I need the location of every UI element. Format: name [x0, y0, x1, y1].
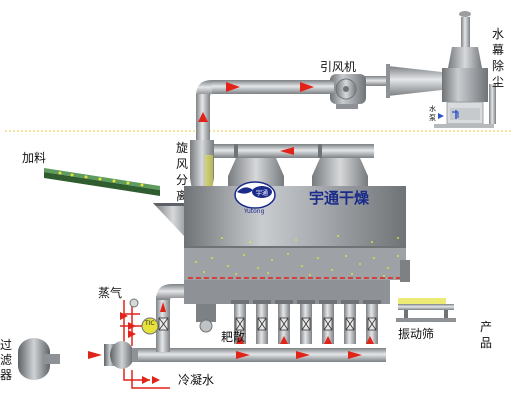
air-heater [104, 341, 138, 369]
tic-label: TIC [144, 320, 155, 327]
pump-arrow [438, 113, 444, 119]
logo-text-en: Yutong [243, 208, 265, 215]
fan-outlet-duct [364, 64, 442, 98]
pump-label-1: 水 [429, 104, 436, 113]
company-logo [234, 181, 276, 209]
dryer-body [184, 158, 410, 282]
tic-controller [141, 317, 159, 335]
product-label-2: 品 [480, 336, 492, 350]
flow-arrow-exhaust-1 [226, 82, 240, 92]
chamber-flow-arrows [236, 336, 374, 344]
rake-label: 耙散 [221, 329, 245, 344]
chamber-valves [235, 317, 377, 331]
fan-label: 引风机 [320, 60, 356, 74]
product-label-1: 产 [480, 320, 492, 334]
water-scrubber [434, 11, 496, 128]
steam-trap [129, 298, 139, 308]
cyclone-label-3: 分 [176, 173, 188, 187]
heater-inlet-arrow [88, 351, 102, 359]
flow-arrow-return [280, 147, 294, 155]
scrubber-label-2: 幕 [492, 43, 504, 57]
induced-draft-fan [330, 74, 366, 109]
sieve-label: 振动筛 [398, 326, 434, 341]
condensate-label: 冷凝水 [178, 372, 214, 387]
feed-conveyor [44, 168, 160, 196]
steam-label: 蒸气 [98, 285, 122, 300]
flow-arrow-exhaust-up [198, 112, 208, 122]
filter-label-1: 过 [0, 338, 12, 352]
steam-valves [120, 312, 160, 384]
filter-label-3: 器 [0, 368, 12, 382]
dryer-title: 宇通干燥 [309, 189, 370, 207]
vibrating-sieve [396, 298, 456, 322]
pump-label-2: 泵 [429, 114, 436, 122]
scrubber-label-4: 尘 [492, 75, 504, 89]
filter-label-2: 滤 [0, 353, 12, 367]
scrubber-label-1: 水 [492, 27, 504, 41]
cyclone-label-1: 旋 [176, 141, 188, 155]
feed-label: 加料 [22, 151, 46, 165]
supply-flow-arrows [160, 302, 362, 359]
flow-arrow-exhaust-2 [300, 82, 314, 92]
rake-unit [196, 304, 216, 333]
supply-valves [158, 317, 169, 331]
inlet-filter [18, 338, 60, 380]
scrubber-label-3: 除 [492, 58, 504, 73]
cyclone-label-2: 风 [176, 157, 188, 171]
air-chambers [184, 280, 390, 344]
logo-text-cn: 宇通 [256, 189, 268, 197]
